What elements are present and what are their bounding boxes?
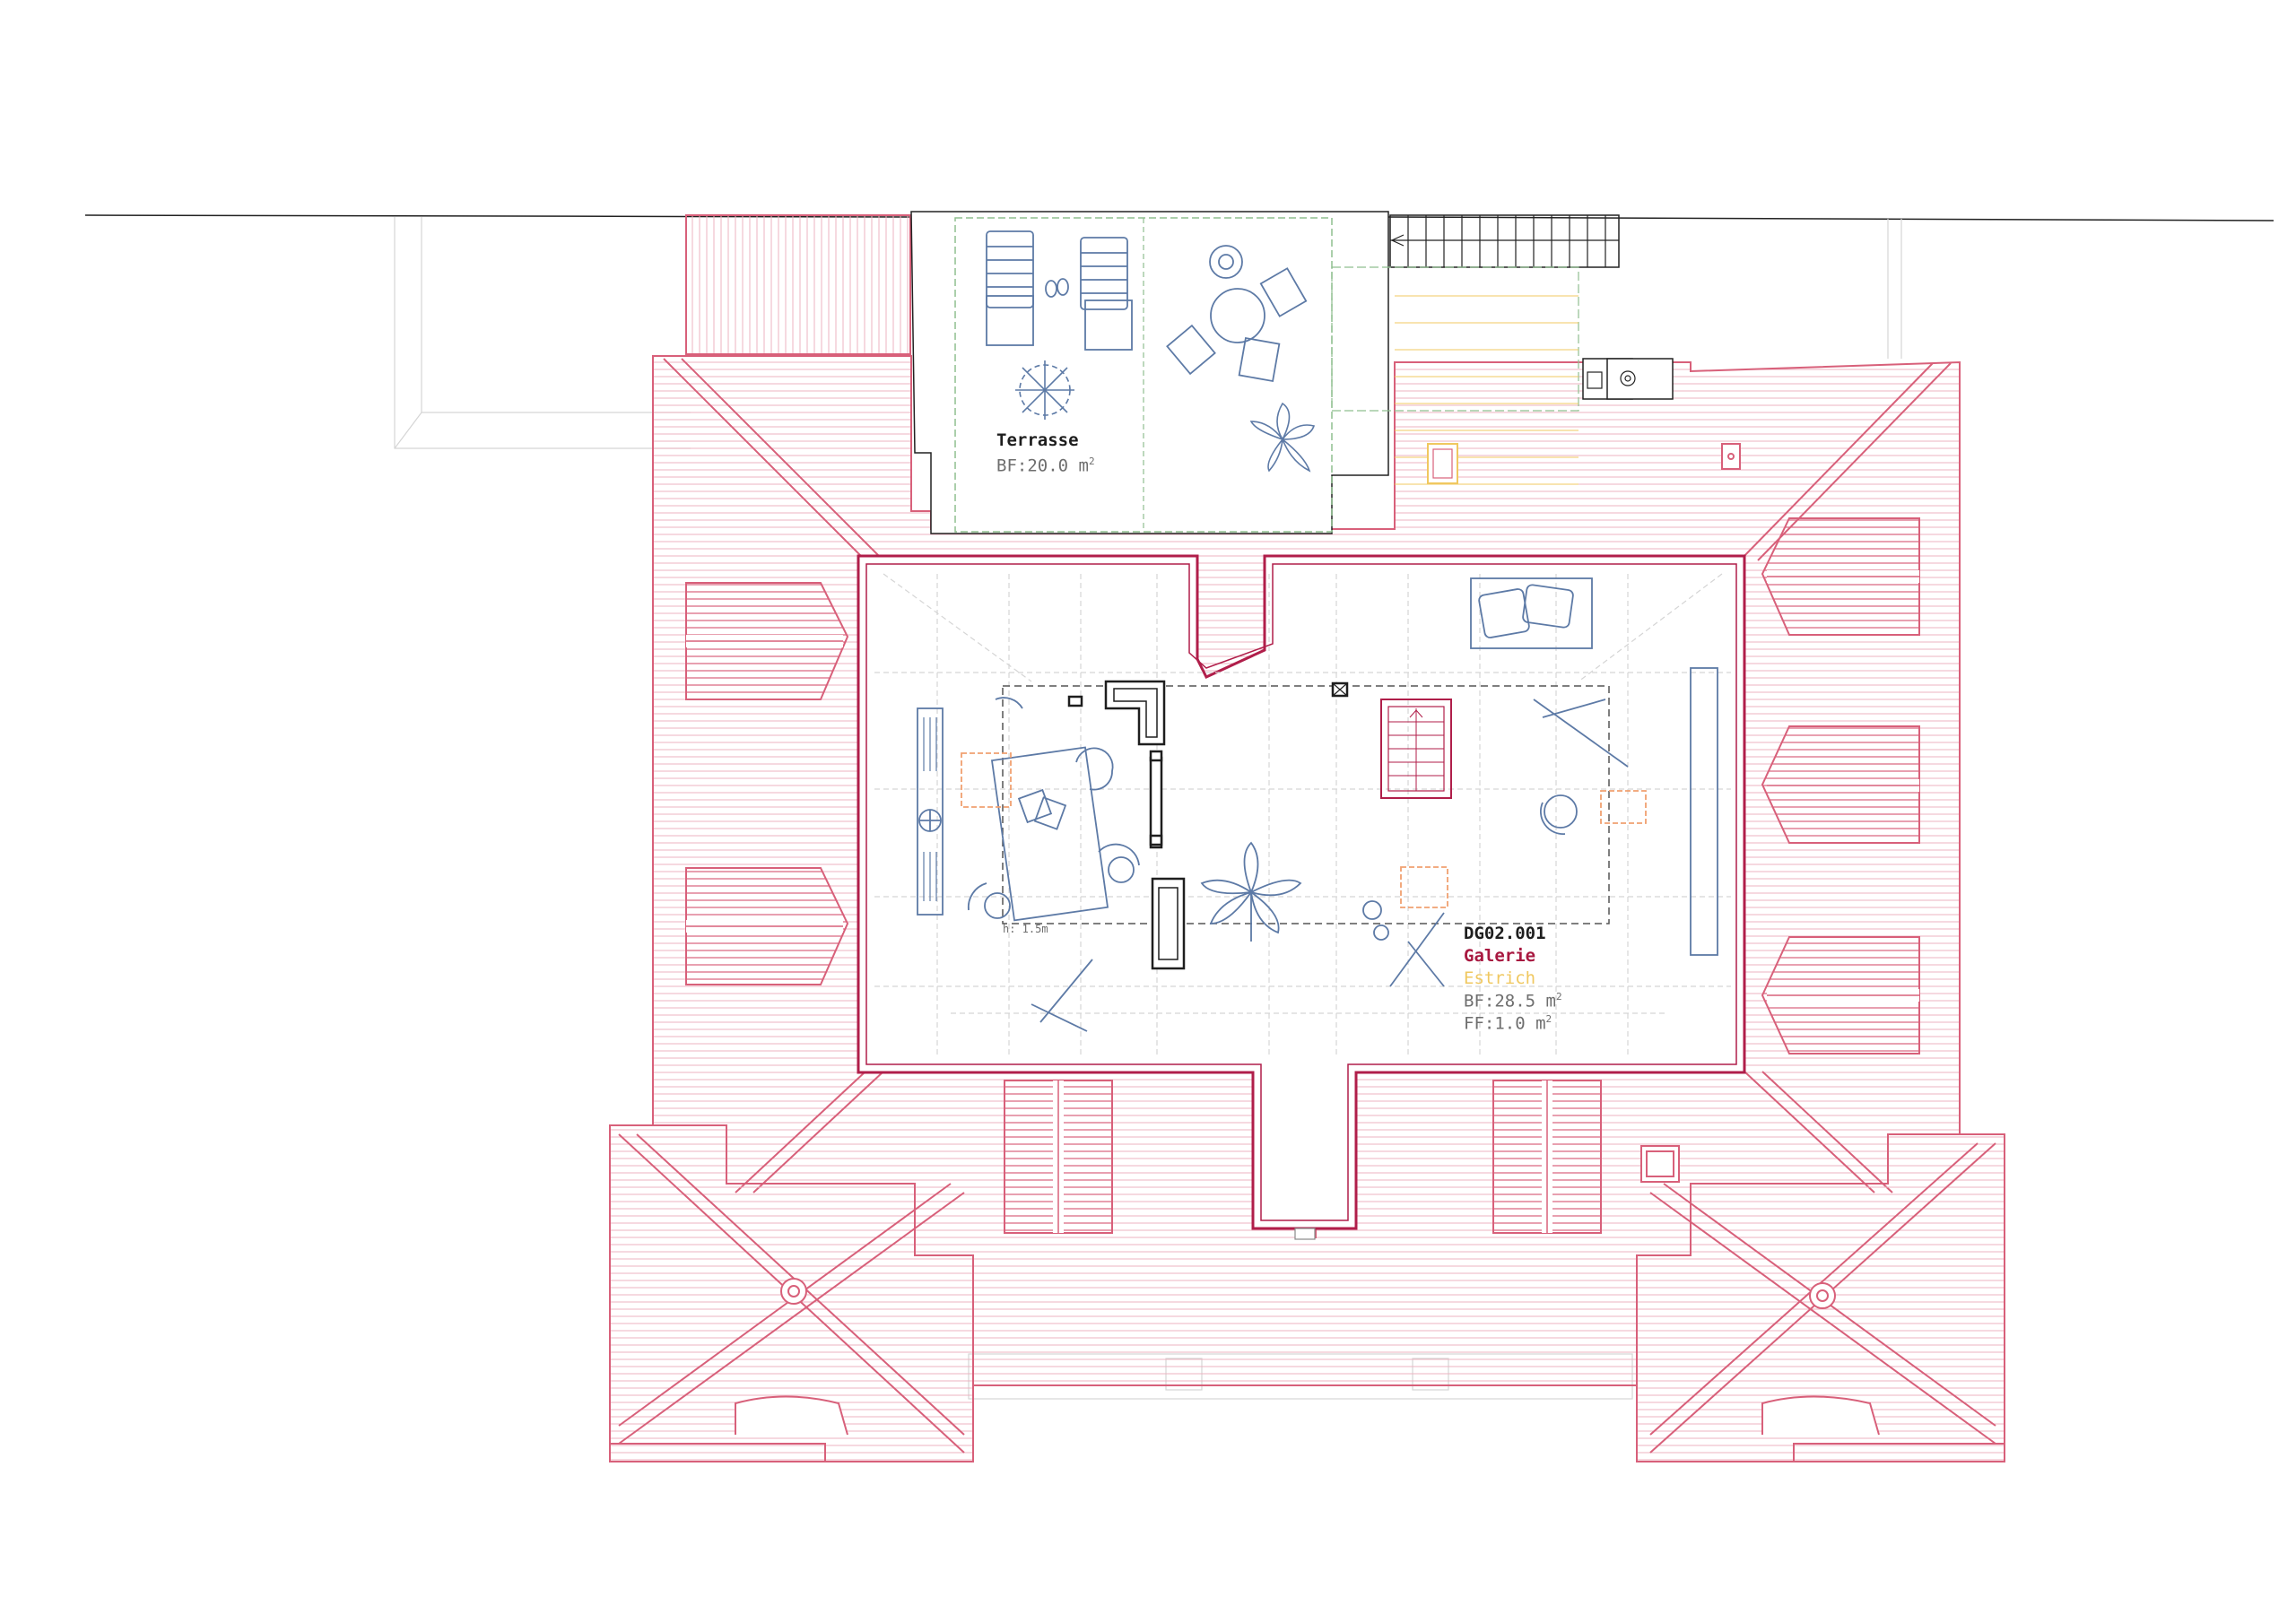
room-bf-area: BF:28.5 m2 bbox=[1464, 991, 1562, 1011]
table-chairs-icon bbox=[1166, 245, 1308, 383]
room-bf-value: BF:28.5 m bbox=[1464, 991, 1556, 1011]
terrace bbox=[910, 211, 1389, 534]
room-id: DG02.001 bbox=[1464, 924, 1546, 943]
furniture bbox=[917, 577, 1718, 1032]
room-bf-unit: 2 bbox=[1555, 991, 1562, 1002]
room-ff-value: FF:1.0 m bbox=[1464, 1013, 1546, 1034]
deck-chair-icon bbox=[986, 230, 1133, 351]
room-type-estrich: Estrich bbox=[1464, 968, 1536, 988]
galerie-room bbox=[857, 554, 1746, 1240]
room-type-galerie: Galerie bbox=[1464, 946, 1536, 966]
chimney-icon bbox=[1067, 680, 1349, 970]
terrace-area-value: BF:20.0 m bbox=[996, 456, 1089, 476]
tower-right bbox=[1636, 1133, 2005, 1462]
room-ff-area: FF:1.0 m2 bbox=[1464, 1013, 1552, 1033]
plant-icon bbox=[1015, 360, 1316, 473]
height-note: h: 1.5m bbox=[1003, 923, 1048, 935]
terrace-area-unit: 2 bbox=[1088, 456, 1095, 467]
external-stair bbox=[1331, 214, 1674, 485]
ghost-structure bbox=[874, 573, 1731, 1058]
height-boundary bbox=[1002, 685, 1610, 924]
estrich-markers bbox=[961, 752, 1647, 908]
stair-opening bbox=[1380, 699, 1452, 799]
room-ff-unit: 2 bbox=[1545, 1013, 1552, 1025]
terrace-outline bbox=[910, 211, 1389, 534]
tower-left bbox=[609, 1124, 974, 1462]
terrace-title: Terrasse bbox=[996, 430, 1079, 450]
dormers bbox=[685, 517, 1920, 1234]
terrace-area: BF:20.0 m2 bbox=[996, 456, 1095, 475]
